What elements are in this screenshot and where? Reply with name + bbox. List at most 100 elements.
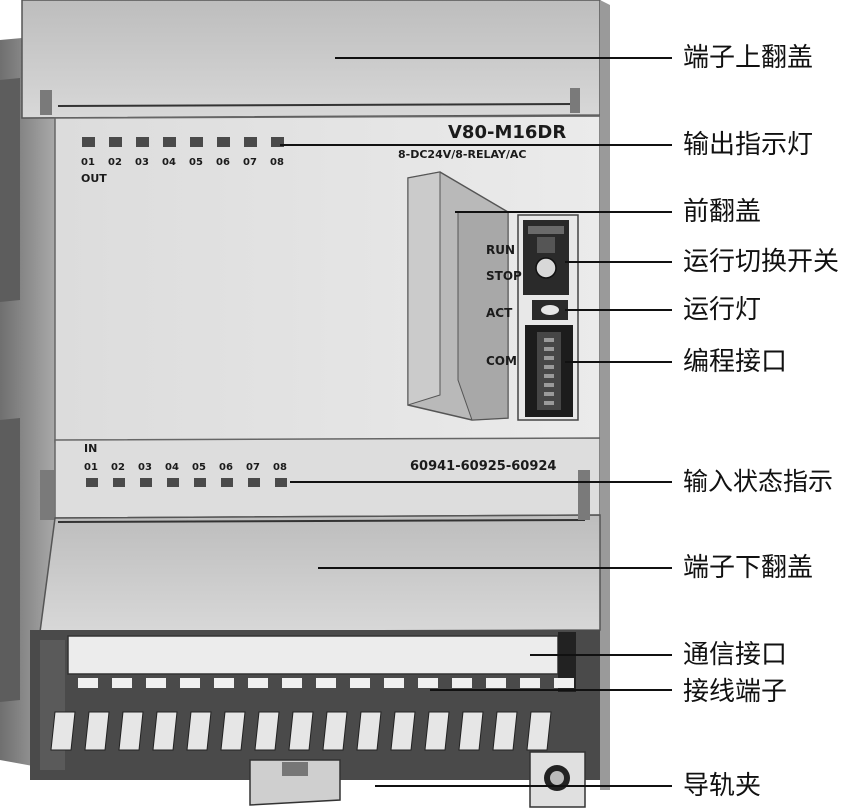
input-channel-label: 01 — [84, 462, 98, 473]
output-led — [190, 137, 203, 147]
output-channel-label: 05 — [189, 157, 203, 168]
callout-run-switch: 运行切换开关 — [683, 247, 840, 277]
model-label: V80-M16DR — [448, 122, 566, 143]
wire-terminal[interactable] — [424, 711, 450, 751]
output-led — [82, 137, 95, 147]
wire-terminal[interactable] — [356, 711, 382, 751]
output-channel-label: 03 — [135, 157, 149, 168]
output-led — [271, 137, 284, 147]
terminal-screw-slot[interactable] — [486, 678, 506, 688]
com-pin — [544, 365, 554, 369]
output-led — [136, 137, 149, 147]
stop-label: STOP — [486, 269, 522, 283]
wire-terminal[interactable] — [84, 711, 110, 751]
act-led — [541, 305, 559, 315]
callout-comm-port: 通信接口 — [683, 640, 788, 670]
act-label: ACT — [486, 306, 513, 320]
com-pin — [544, 338, 554, 342]
com-pin — [544, 392, 554, 396]
wire-terminal[interactable] — [288, 711, 314, 751]
input-led — [86, 478, 98, 487]
input-led — [167, 478, 179, 487]
terminal-screw-slot[interactable] — [282, 678, 302, 688]
com-pin — [544, 347, 554, 351]
spec-label: 8-DC24V/8-RELAY/AC — [398, 148, 527, 161]
callout-top-terminal-cover: 端子上翻盖 — [683, 43, 814, 73]
input-channel-label: 05 — [192, 462, 206, 473]
comm-port-strip — [67, 635, 559, 675]
com-pin — [544, 383, 554, 387]
terminal-screw-slot[interactable] — [214, 678, 234, 688]
leader-lines — [280, 57, 672, 787]
terminal-screw-slot[interactable] — [350, 678, 370, 688]
output-channel-label: 08 — [270, 157, 284, 168]
callout-din-clip: 导轨夹 — [683, 771, 762, 801]
output-channel-label: 02 — [108, 157, 122, 168]
wire-terminal[interactable] — [390, 711, 416, 751]
output-led — [163, 137, 176, 147]
run-label: RUN — [486, 243, 515, 257]
wiring-terminals — [78, 678, 574, 688]
input-led — [221, 478, 233, 487]
input-led — [194, 478, 206, 487]
bottom-terminal-cover — [39, 514, 601, 633]
terminal-screw-slot[interactable] — [112, 678, 132, 688]
terminal-screw-slot[interactable] — [316, 678, 336, 688]
terminal-screw-slot[interactable] — [146, 678, 166, 688]
terminal-screw-slot[interactable] — [554, 678, 574, 688]
output-led — [217, 137, 230, 147]
wire-terminal[interactable] — [186, 711, 212, 751]
com-pin — [544, 374, 554, 378]
in-label: IN — [84, 442, 97, 455]
callout-output-indicator: 输出指示灯 — [683, 130, 814, 160]
input-channel-label: 02 — [111, 462, 125, 473]
wire-terminal[interactable] — [458, 711, 484, 751]
wire-terminal[interactable] — [220, 711, 246, 751]
callout-bottom-terminal-cover: 端子下翻盖 — [683, 553, 814, 583]
input-channel-label: 04 — [165, 462, 179, 473]
wire-terminal[interactable] — [50, 711, 76, 751]
terminal-screw-slot[interactable] — [418, 678, 438, 688]
input-channel-label: 06 — [219, 462, 233, 473]
output-led — [244, 137, 257, 147]
output-channel-label: 01 — [81, 157, 95, 168]
input-led — [248, 478, 260, 487]
terminal-screw-slot[interactable] — [78, 678, 98, 688]
callout-input-status: 输入状态指示 — [683, 467, 834, 496]
terminal-screw-slot[interactable] — [384, 678, 404, 688]
wire-terminal[interactable] — [152, 711, 178, 751]
wire-terminal[interactable] — [492, 711, 518, 751]
standards-label: 60941-60925-60924 — [410, 459, 556, 474]
input-channel-label: 03 — [138, 462, 152, 473]
output-channel-label: 07 — [243, 157, 257, 168]
out-label: OUT — [81, 172, 107, 185]
terminal-screw-slot[interactable] — [520, 678, 540, 688]
wire-terminal[interactable] — [254, 711, 280, 751]
callout-wiring-terminal: 接线端子 — [683, 677, 788, 707]
callout-program-port: 编程接口 — [683, 347, 788, 377]
output-channel-label: 04 — [162, 157, 176, 168]
com-pin — [544, 401, 554, 405]
input-led — [140, 478, 152, 487]
input-led — [113, 478, 125, 487]
terminal-screw-slot[interactable] — [180, 678, 200, 688]
input-led-row: 01 02 03 04 05 06 07 08 — [84, 462, 287, 487]
input-channel-label: 08 — [273, 462, 287, 473]
input-channel-label: 07 — [246, 462, 260, 473]
terminal-screws — [50, 711, 552, 751]
din-rail-clip[interactable] — [249, 759, 341, 806]
terminal-screw-slot[interactable] — [248, 678, 268, 688]
switch-knob[interactable] — [535, 257, 557, 279]
com-pin — [544, 356, 554, 360]
terminal-screw-slot[interactable] — [452, 678, 472, 688]
output-led — [109, 137, 122, 147]
wire-terminal[interactable] — [526, 711, 552, 751]
callout-run-light: 运行灯 — [683, 295, 762, 325]
com-label: COM — [486, 354, 517, 368]
callout-front-cover: 前翻盖 — [683, 197, 762, 227]
wire-terminal[interactable] — [118, 711, 144, 751]
input-led — [275, 478, 287, 487]
wire-terminal[interactable] — [322, 711, 348, 751]
